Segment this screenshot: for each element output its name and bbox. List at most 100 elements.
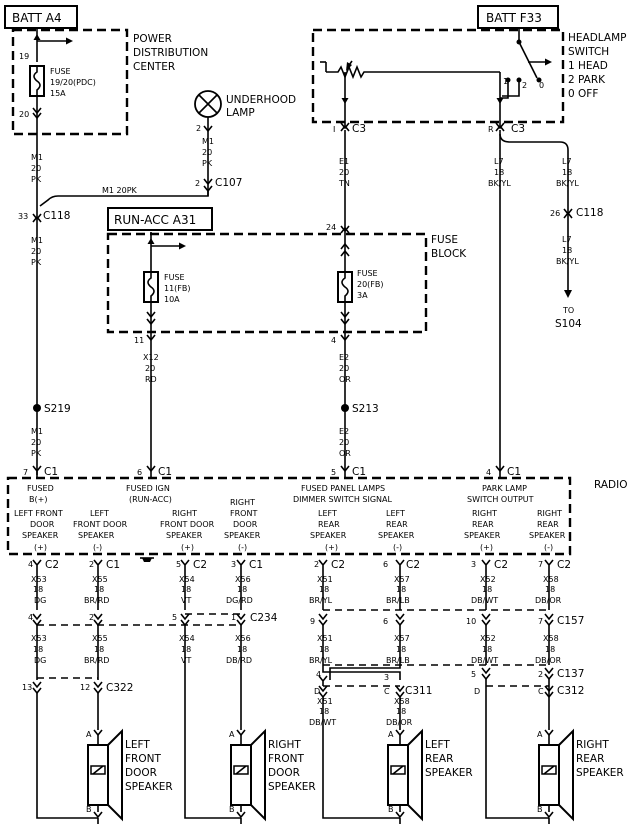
speaker-right-rear: A B RIGHT REAR SPEAKER [536, 728, 624, 824]
svg-text:LEFT: LEFT [90, 509, 109, 518]
svg-text:2: 2 [522, 81, 527, 90]
svg-text:B: B [229, 805, 235, 814]
svg-text:FUSE: FUSE [431, 234, 458, 246]
fuse-block: FUSE BLOCK FUSE 11(FB) 10A 24 FUSE 20(FB… [106, 223, 467, 478]
column-rr-plus: 3 C2 X52 18 DB/WT 10 X52 18 DB/WT 5 D [466, 559, 536, 819]
svg-text:VT: VT [181, 596, 191, 605]
svg-text:0: 0 [539, 81, 544, 90]
radio-pin-rr-plus: RIGHT REAR SPEAKER (+) [464, 509, 501, 552]
svg-text:7: 7 [538, 617, 543, 626]
svg-text:C234: C234 [250, 612, 278, 624]
svg-text:DB/OR: DB/OR [386, 718, 413, 727]
svg-text:RIGHT: RIGHT [230, 498, 255, 507]
svg-text:C322: C322 [106, 682, 133, 694]
svg-text:18: 18 [545, 645, 555, 654]
fuse-block-pin-11: 11 [134, 336, 144, 345]
radio-pin-lf-plus: LEFT FRONT DOOR SPEAKER (+) [14, 509, 63, 552]
headlamp-switch: HEADLAMP SWITCH 1 HEAD 2 PARK 0 OFF 1 2 … [311, 28, 626, 128]
svg-text:SPEAKER: SPEAKER [529, 531, 566, 540]
wire-label-e2-a: E2 20 OR [339, 353, 351, 384]
wire-label-e2-b: E2 20 OR [339, 427, 351, 458]
svg-text:(+): (+) [325, 543, 338, 552]
svg-text:5: 5 [331, 468, 336, 477]
svg-text:L7: L7 [494, 157, 504, 166]
svg-text:DB/OR: DB/OR [535, 656, 562, 665]
svg-text:20: 20 [339, 438, 349, 447]
svg-text:C2: C2 [45, 559, 59, 571]
svg-text:D: D [474, 687, 480, 696]
underhood-lamp: UNDERHOOD LAMP 2 M1 20 PK [194, 90, 296, 196]
speaker-left-front-door: A B LEFT FRONT DOOR SPEAKER [66, 728, 173, 824]
svg-text:18: 18 [562, 246, 572, 255]
svg-text:2: 2 [196, 124, 201, 133]
svg-text:FUSED: FUSED [27, 484, 54, 493]
svg-text:A: A [229, 730, 235, 739]
svg-text:X54: X54 [179, 634, 195, 643]
svg-text:FRONT: FRONT [230, 509, 257, 518]
svg-text:PK: PK [31, 449, 42, 458]
svg-text:18: 18 [94, 645, 104, 654]
column-lf-minus: 2 C1 X55 18 BR/RD 2 X55 18 BR/RD 12 C322 [80, 559, 133, 730]
svg-text:(RUN-ACC): (RUN-ACC) [129, 495, 172, 504]
svg-text:18: 18 [545, 585, 555, 594]
svg-text:15A: 15A [50, 89, 66, 98]
svg-text:REAR: REAR [472, 520, 494, 529]
svg-text:R: R [488, 125, 494, 134]
svg-text:FRONT: FRONT [268, 753, 304, 765]
svg-text:18: 18 [562, 168, 572, 177]
svg-text:FRONT: FRONT [125, 753, 161, 765]
radio-pin-lf-minus: LEFT FRONT DOOR SPEAKER (-) [73, 509, 128, 552]
svg-text:SPEAKER: SPEAKER [166, 531, 203, 540]
svg-text:DG/RD: DG/RD [226, 596, 253, 605]
svg-text:C: C [538, 687, 544, 696]
wire-label-m1-low: M1 20 PK [31, 427, 43, 458]
svg-text:11(FB): 11(FB) [164, 284, 191, 293]
svg-text:DB/WT: DB/WT [309, 718, 336, 727]
svg-text:SPEAKER: SPEAKER [310, 531, 347, 540]
svg-text:19: 19 [19, 52, 29, 61]
svg-text:18: 18 [319, 585, 329, 594]
svg-text:M1: M1 [31, 153, 43, 162]
connector-c118-left: 33 C118 [18, 210, 70, 223]
svg-text:SPEAKER: SPEAKER [268, 781, 316, 793]
speaker-left-rear: A B LEFT REAR SPEAKER [387, 728, 473, 824]
svg-text:RIGHT: RIGHT [576, 739, 609, 751]
splice-s219: S219 [33, 403, 71, 415]
svg-text:DOOR: DOOR [125, 767, 157, 779]
wire-label-x12: X12 20 RD [143, 353, 159, 384]
svg-text:HEADLAMP: HEADLAMP [568, 32, 626, 44]
svg-text:C118: C118 [576, 207, 603, 219]
svg-text:20: 20 [339, 168, 349, 177]
svg-text:OR: OR [339, 375, 351, 384]
speaker-right-front-door: A B RIGHT FRONT DOOR SPEAKER [213, 728, 316, 824]
svg-text:20(FB): 20(FB) [357, 280, 384, 289]
svg-text:A: A [537, 730, 543, 739]
run-acc-label: RUN-ACC A31 [107, 207, 213, 231]
svg-text:PK: PK [31, 175, 42, 184]
radio: RADIO FUSED B(+) FUSED IGN (RUN-ACC) FUS… [6, 476, 628, 562]
svg-text:DOOR: DOOR [233, 520, 258, 529]
svg-text:18: 18 [33, 585, 43, 594]
svg-text:RIGHT: RIGHT [472, 509, 497, 518]
wire-label-m1-mid: M1 20 PK [31, 236, 43, 267]
svg-text:L7: L7 [562, 235, 572, 244]
svg-text:5: 5 [176, 560, 181, 569]
svg-text:C107: C107 [215, 177, 242, 189]
svg-text:A: A [388, 730, 394, 739]
svg-text:RUN-ACC A31: RUN-ACC A31 [114, 213, 196, 227]
connector-c107: 2 C107 [195, 177, 242, 193]
svg-text:C1: C1 [106, 559, 120, 571]
svg-text:24: 24 [326, 223, 336, 232]
connector-c118-right: 26 C118 [550, 207, 603, 219]
radio-pin-rr-minus: RIGHT REAR SPEAKER (-) [529, 509, 566, 552]
column-lr-minus: 6 C2 X57 18 BR/LB 6 X57 18 BR/LB 3 C C31… [329, 559, 432, 730]
svg-text:X52: X52 [480, 634, 496, 643]
svg-text:13: 13 [22, 683, 32, 692]
connector-c3-right: R C3 [488, 122, 525, 135]
svg-text:BR/RD: BR/RD [84, 656, 109, 665]
svg-text:FUSE: FUSE [50, 67, 71, 76]
svg-text:26: 26 [550, 209, 560, 218]
svg-text:4: 4 [28, 560, 33, 569]
svg-text:DB/WT: DB/WT [471, 656, 498, 665]
svg-text:DOOR: DOOR [268, 767, 300, 779]
